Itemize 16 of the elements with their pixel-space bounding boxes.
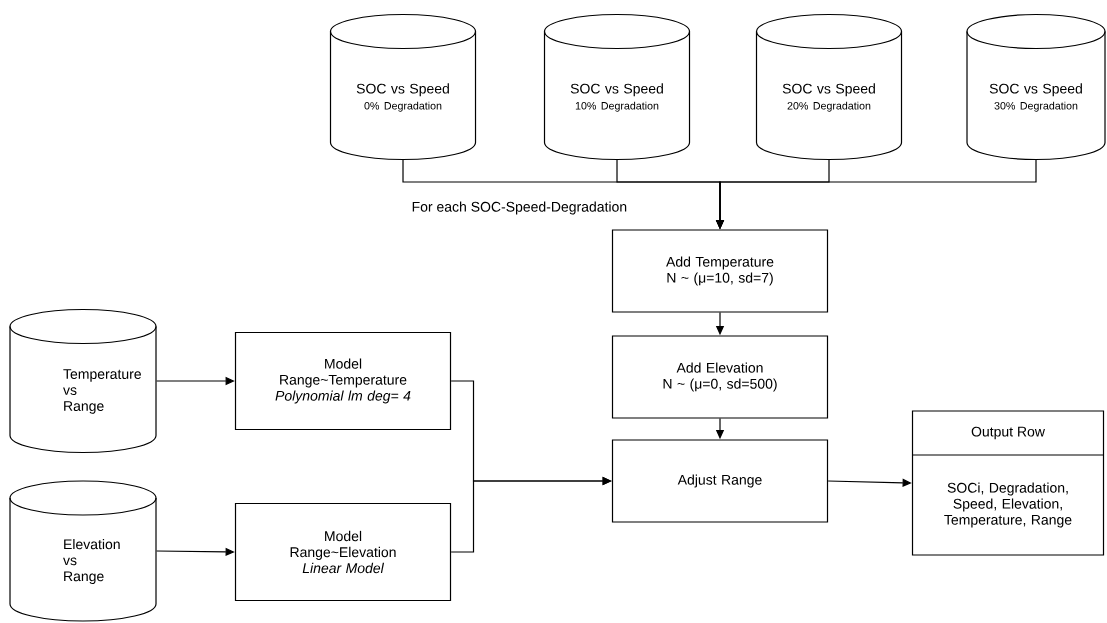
database-cylinder: SOC vs Speed 0% Degradation bbox=[329, 13, 477, 161]
node-label: Elevation vs Range bbox=[63, 538, 120, 585]
database-cylinder: Temperature vs Range bbox=[9, 308, 157, 454]
process-box: Add Temperature N ~ (μ=10, sd=7) bbox=[611, 229, 829, 313]
process-box: Model Range~Temperature Polynomial lm deg= 4 bbox=[234, 331, 452, 431]
process-box: Model Range~Elevation Linear Model bbox=[234, 502, 452, 602]
database-cylinder: SOC vs Speed 20% Degradation bbox=[755, 13, 903, 161]
process-box: Add Elevation N ~ (μ=0, sd=500) bbox=[611, 335, 829, 419]
table-box: Output Row SOCi, Degradation, Speed, Elevation, Temperature, Range bbox=[911, 410, 1105, 556]
database-cylinder: SOC vs Speed 30% Degradation bbox=[966, 13, 1106, 161]
process-box: Adjust Range bbox=[611, 439, 829, 523]
node-label: 30% Degradation bbox=[994, 101, 1078, 112]
database-cylinder: SOC vs Speed 10% Degradation bbox=[543, 13, 691, 161]
note-label: For each SOC-Speed-Degradation bbox=[412, 201, 627, 215]
database-cylinder: Elevation vs Range bbox=[9, 480, 157, 622]
node-label: SOC vs Speed bbox=[989, 83, 1082, 97]
